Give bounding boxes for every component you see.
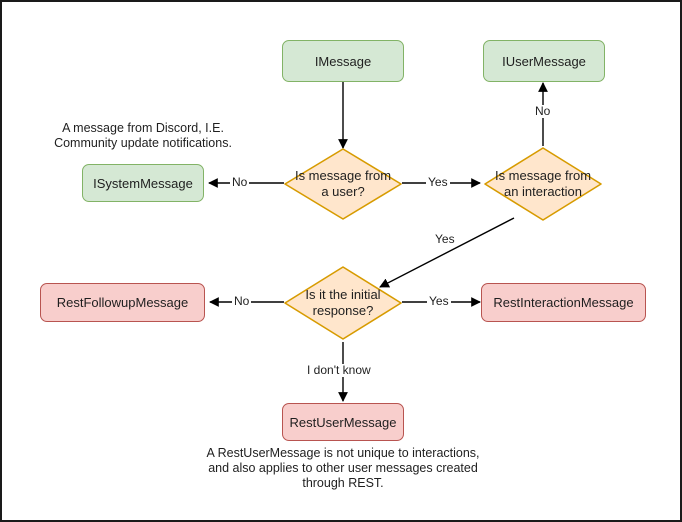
node-restusermessage[interactable]: RestUserMessage [282, 403, 404, 441]
node-isystemmessage-label: ISystemMessage [93, 175, 193, 191]
node-imessage[interactable]: IMessage [282, 40, 404, 82]
node-is-message-from-an-interaction-label: Is message from an interaction [494, 168, 592, 199]
edge-label-initial-yes: Yes [427, 294, 451, 308]
note-rest-user-message: A RestUserMessage is not unique to inter… [206, 446, 480, 490]
node-is-it-the-initial-response[interactable]: Is it the initial response? [283, 265, 403, 341]
edge-label-initial-no: No [232, 294, 252, 308]
node-restfollowupmessage[interactable]: RestFollowupMessage [40, 283, 205, 322]
note-system-message: A message from Discord, I.E. Community u… [54, 121, 232, 150]
node-iusermessage[interactable]: IUserMessage [483, 40, 605, 82]
edge-label-from-user-no: No [230, 175, 250, 189]
edge-label-from-user-yes: Yes [426, 175, 450, 189]
node-restusermessage-label: RestUserMessage [289, 414, 397, 430]
edge-label-initial-unknown: I don't know [305, 363, 373, 377]
node-iusermessage-label: IUserMessage [502, 53, 586, 69]
node-is-message-from-a-user[interactable]: Is message from a user? [283, 147, 403, 221]
node-restinteractionmessage[interactable]: RestInteractionMessage [481, 283, 646, 322]
node-restinteractionmessage-label: RestInteractionMessage [493, 295, 634, 310]
edge-label-from-interaction-no: No [533, 104, 553, 118]
node-is-message-from-a-user-label: Is message from a user? [294, 168, 392, 199]
node-is-it-the-initial-response-label: Is it the initial response? [305, 287, 381, 318]
node-imessage-label: IMessage [314, 53, 372, 69]
node-isystemmessage[interactable]: ISystemMessage [82, 164, 204, 202]
node-restfollowupmessage-label: RestFollowupMessage [56, 295, 189, 310]
node-is-message-from-an-interaction[interactable]: Is message from an interaction [483, 146, 603, 222]
edge-label-from-interaction-yes: Yes [433, 232, 457, 246]
